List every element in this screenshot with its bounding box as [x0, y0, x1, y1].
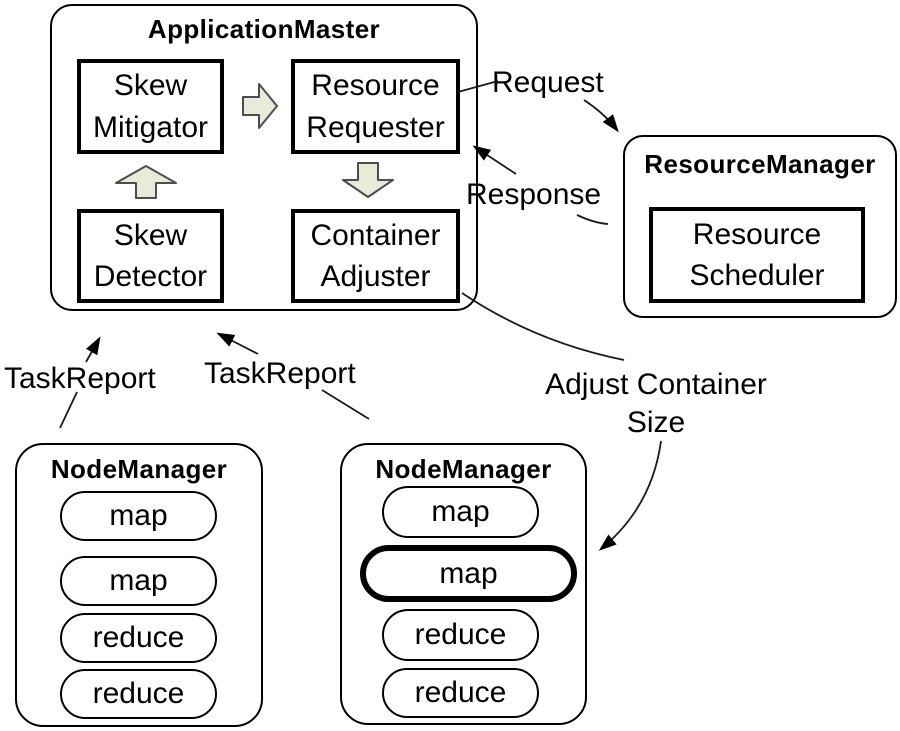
node-manager-left-container: NodeManager map map reduce reduce [15, 443, 263, 727]
task-report-left-label: TaskReport [4, 362, 156, 395]
skew-mitigator-box: Skew Mitigator [77, 59, 224, 154]
node-manager-left-title: NodeManager [50, 454, 228, 484]
task-report-right-label: TaskReport [204, 357, 356, 390]
request-arrow [583, 99, 619, 133]
container-adjuster-box: Container Adjuster [291, 209, 460, 303]
task-report-right-arrow [216, 332, 259, 355]
response-label: Response [466, 178, 602, 211]
task-pill-map: map [60, 556, 217, 606]
node-manager-right-container: NodeManager map map reduce reduce [340, 443, 587, 725]
task-pill-reduce: reduce [382, 668, 539, 718]
task-pill-map: map [60, 491, 217, 541]
task-pill-reduce: reduce [382, 609, 539, 661]
resource-manager-container: ResourceManager Resource Scheduler [623, 135, 897, 318]
application-master-title: ApplicationMaster [147, 14, 381, 44]
adjust-container-arrow [598, 440, 662, 551]
request-label: Request [492, 66, 604, 99]
node-manager-right-title: NodeManager [375, 454, 552, 484]
task-report-left-lower-line [59, 391, 78, 429]
adjust-container-upper-curve [461, 292, 625, 361]
response-leader-line [576, 214, 609, 225]
application-master-container: ApplicationMaster Skew Mitigator Resourc… [50, 4, 478, 311]
adjust-container-size-label: Adjust Container Size [545, 368, 767, 440]
task-report-right-lower-line [321, 389, 370, 420]
task-pill-map-highlighted: map [360, 545, 577, 602]
resource-manager-title: ResourceManager [644, 149, 876, 179]
task-pill-reduce: reduce [60, 669, 217, 719]
resource-scheduler-box: Resource Scheduler [649, 207, 865, 303]
response-arrow [472, 145, 517, 175]
task-report-left-arrow [85, 336, 101, 363]
skew-detector-box: Skew Detector [77, 209, 224, 303]
task-pill-map: map [382, 486, 539, 538]
task-pill-reduce: reduce [60, 613, 217, 663]
resource-requester-box: Resource Requester [291, 59, 460, 154]
